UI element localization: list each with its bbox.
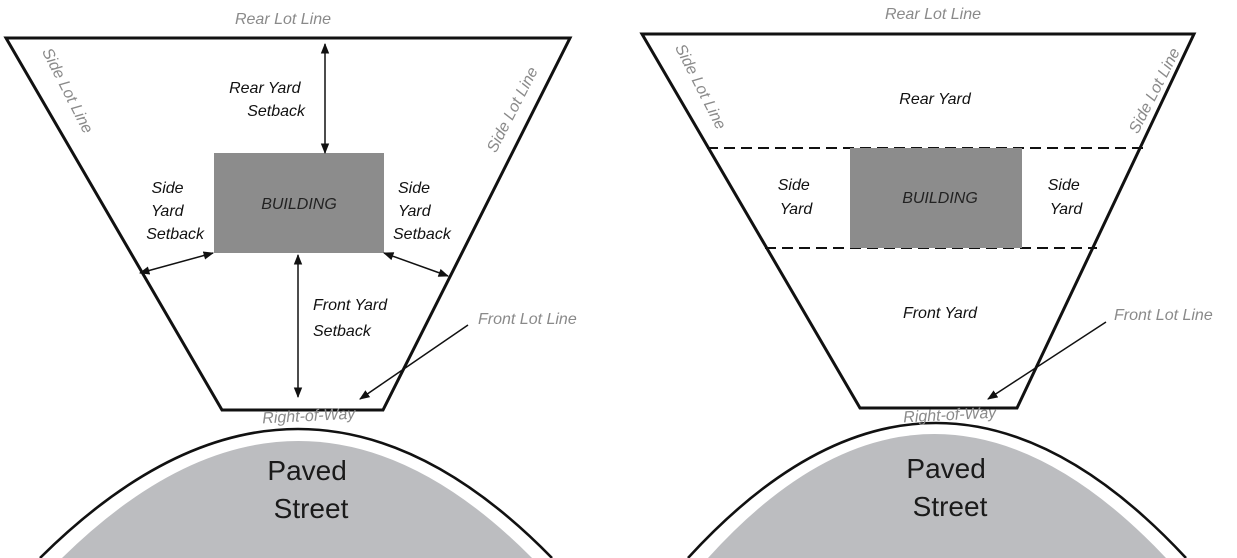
rear-lot-line-label: Rear Lot Line bbox=[235, 11, 331, 28]
left-panel: BUILDING Rear Lot Line Side Lot Line Sid… bbox=[3, 11, 577, 558]
paved-street-label: Paved Street bbox=[267, 455, 354, 524]
right-side-setback-label: Side Yard Setback bbox=[393, 180, 452, 243]
rear-setback-label: Rear Yard Setback bbox=[229, 80, 306, 120]
front-lot-line-label: Front Lot Line bbox=[1114, 307, 1213, 324]
front-lot-line-pointer bbox=[359, 324, 469, 400]
right-of-way-line bbox=[39, 427, 553, 558]
rear-yard-label: Rear Yard bbox=[899, 91, 972, 108]
right-of-way-label: Right-of-Way bbox=[262, 406, 357, 428]
left-side-yard-label: Side Yard bbox=[778, 177, 814, 218]
left-side-setback-label: Side Yard Setback bbox=[146, 180, 205, 243]
rear-lot-line-label: Rear Lot Line bbox=[885, 6, 981, 23]
front-lot-line-pointer bbox=[987, 321, 1107, 400]
building-label: BUILDING bbox=[261, 196, 337, 213]
front-yard-label: Front Yard bbox=[903, 305, 978, 322]
front-setback-label: Front Yard Setback bbox=[313, 297, 392, 340]
right-of-way-label: Right-of-Way bbox=[903, 405, 998, 427]
right-of-way-line bbox=[687, 421, 1187, 558]
building bbox=[214, 153, 384, 253]
right-panel: BUILDING Rear Lot Line Side Lot Line Sid… bbox=[639, 6, 1213, 558]
paved-street-area bbox=[62, 441, 532, 558]
building-label: BUILDING bbox=[902, 190, 978, 207]
right-side-setback-arrow bbox=[383, 252, 449, 277]
front-lot-line-label: Front Lot Line bbox=[478, 311, 577, 328]
right-side-yard-label: Side Yard bbox=[1048, 177, 1084, 218]
paved-street-label: Paved Street bbox=[906, 453, 993, 522]
building bbox=[850, 148, 1022, 248]
paved-street-area bbox=[708, 434, 1166, 558]
left-side-setback-arrow bbox=[138, 251, 215, 275]
